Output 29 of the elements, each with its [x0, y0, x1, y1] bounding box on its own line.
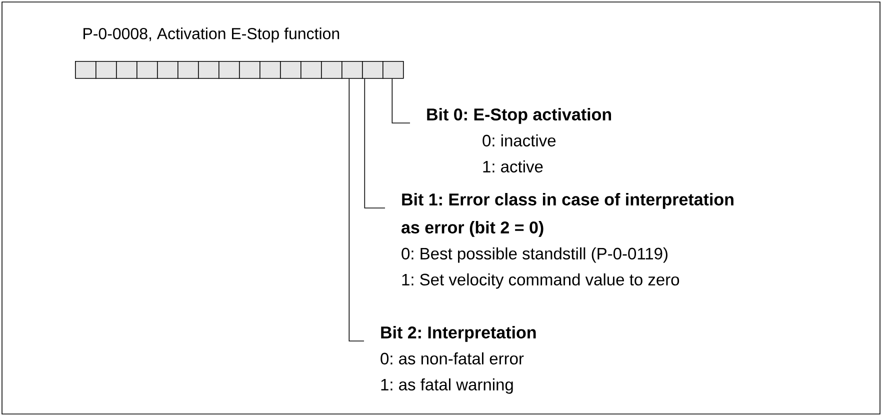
bit-heading: Bit 0: E-Stop activation — [427, 108, 612, 124]
value-line: 0: inactive — [482, 134, 556, 146]
bit-cell — [75, 61, 96, 79]
bit-cell — [218, 61, 240, 79]
bit-cell — [198, 61, 220, 79]
value-line: 1: Set velocity command value to zero — [402, 273, 680, 289]
bit-cell — [382, 61, 404, 79]
bit-cell — [96, 61, 117, 79]
leader-line — [392, 78, 410, 124]
bit-cell — [300, 61, 322, 79]
bit-heading: Bit 2: Interpretation — [381, 326, 536, 342]
bit-cell — [342, 61, 363, 79]
title: P-0-0008, Activation E-Stop function — [84, 28, 340, 42]
bit-cell — [136, 61, 158, 79]
bit-cell — [239, 61, 260, 79]
bit-cell — [280, 61, 302, 79]
value-line: 1: as fatal warning — [381, 378, 513, 394]
bit-cell — [178, 61, 199, 79]
bit-heading: Bit 1: Error class in case of interpretation as error (bit 2 = 0) — [402, 193, 734, 237]
value-line: 0: as non-fatal error — [380, 352, 524, 364]
bit-cell — [260, 61, 281, 79]
value-line: 1: active — [483, 160, 543, 172]
value-line: 0: Best possible standstill (P-0-0119) — [402, 247, 668, 263]
leader-line — [364, 78, 386, 208]
leader-line — [348, 78, 364, 342]
bit-cell — [362, 61, 384, 79]
bit-cell — [321, 61, 342, 79]
bit-cell — [157, 61, 178, 79]
bit-cell — [116, 61, 138, 79]
